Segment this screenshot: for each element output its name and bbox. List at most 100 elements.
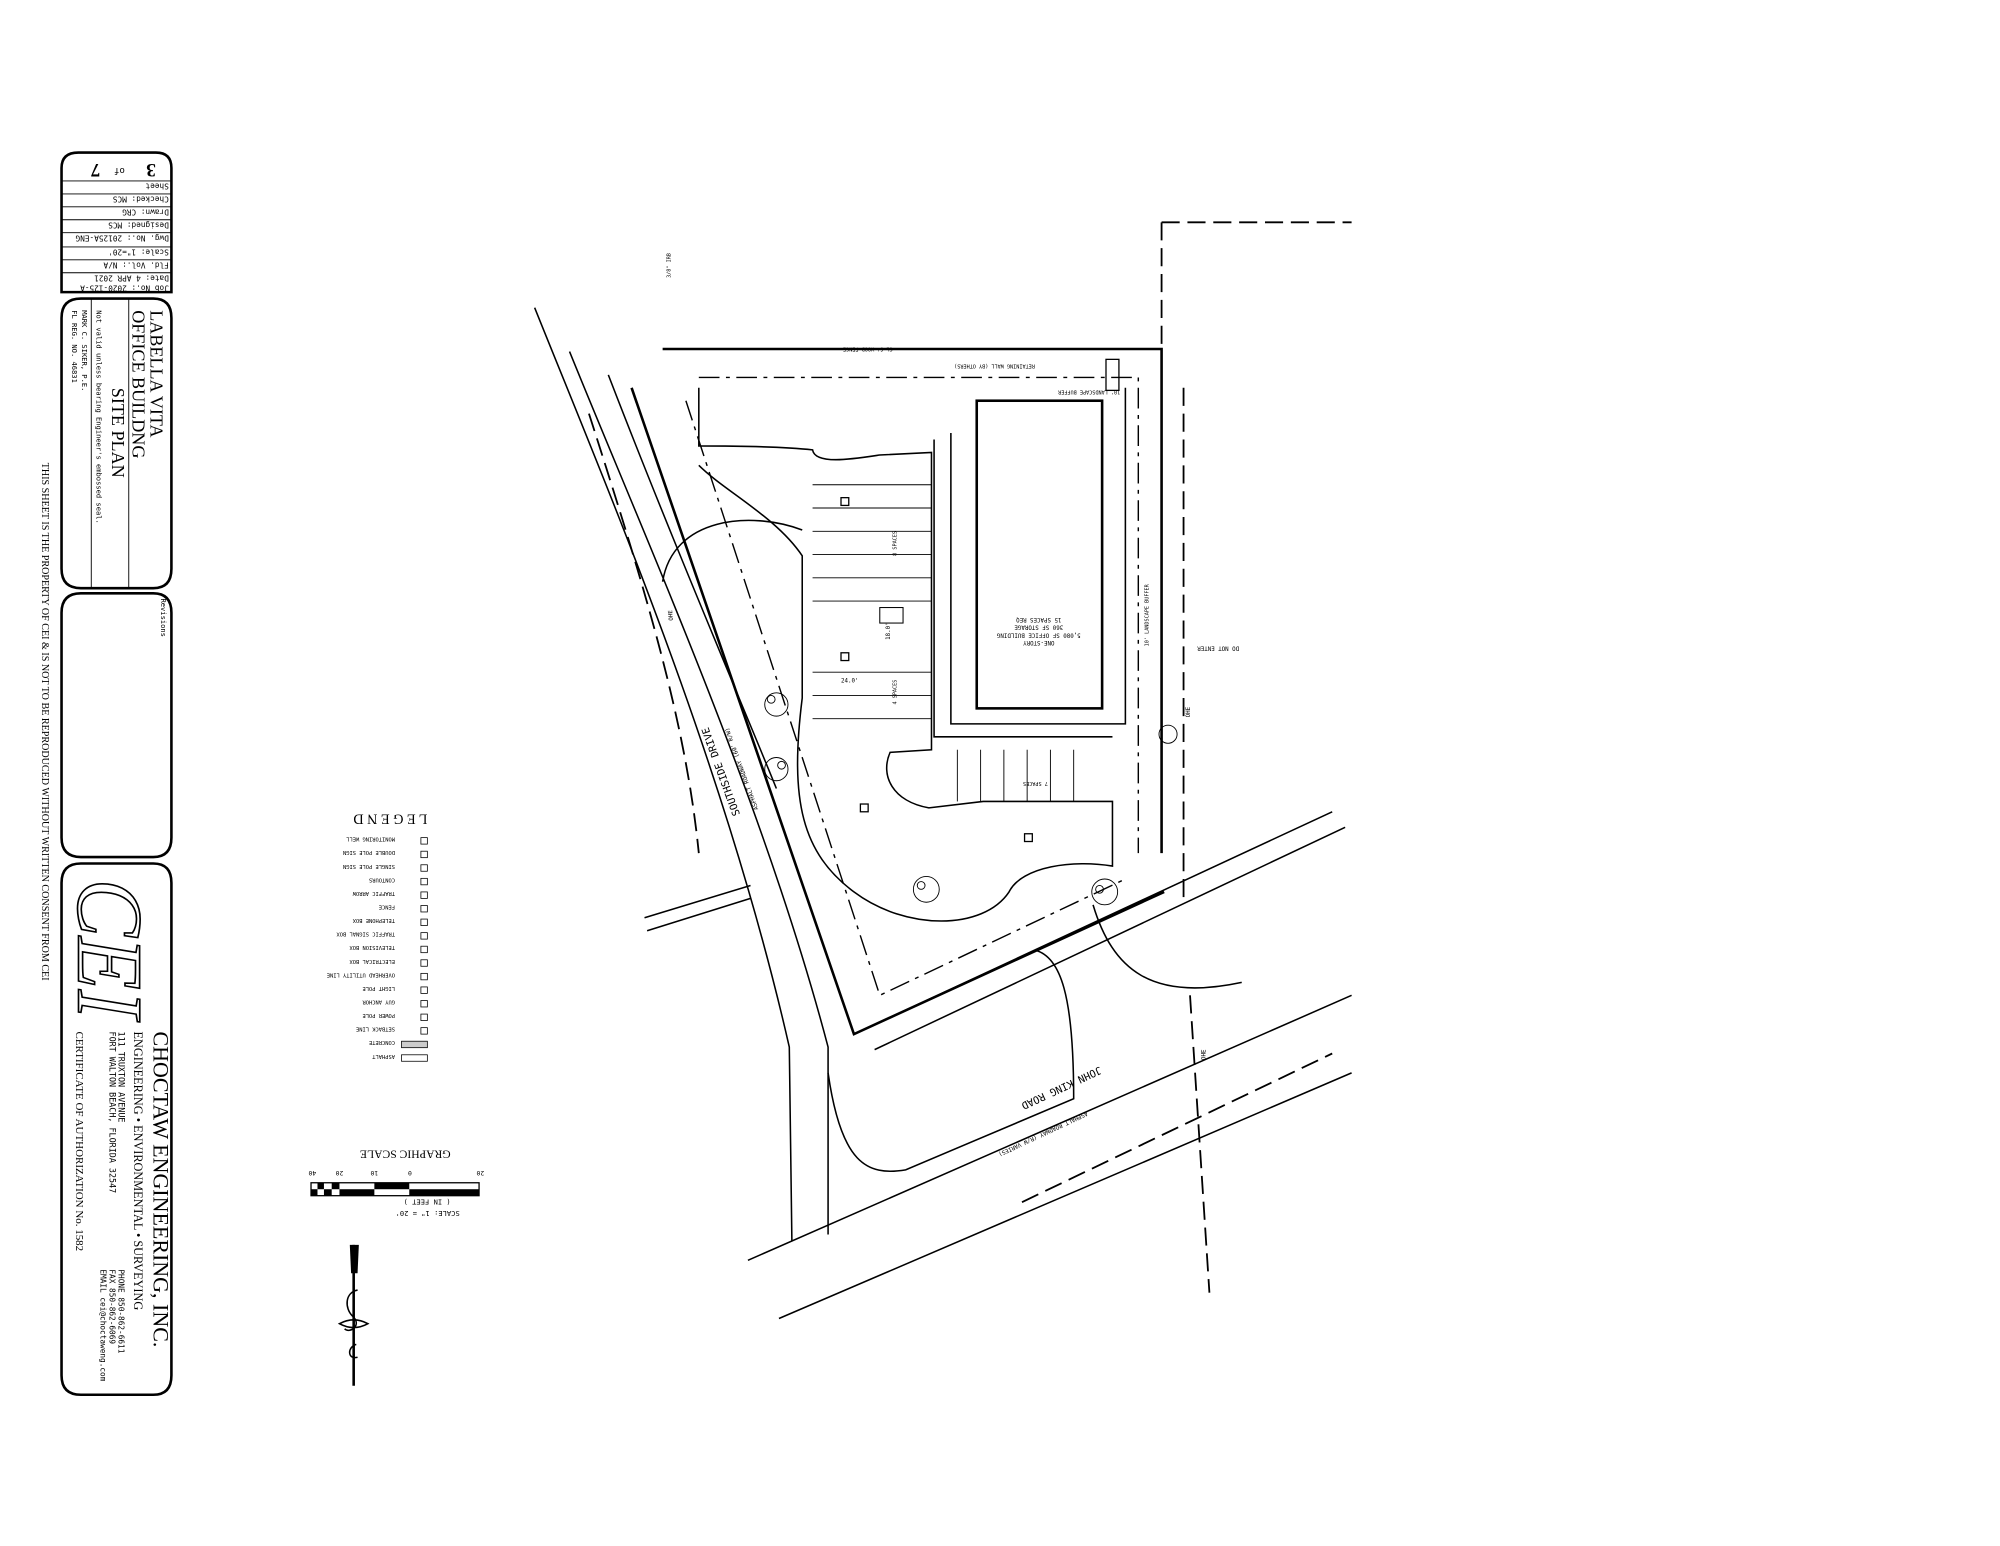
john-king-road-edge <box>778 1072 1352 1320</box>
legend-item-label: GUY ANCHOR <box>362 999 395 1005</box>
scale-text: SCALE: 1" = 20' <box>396 1209 460 1218</box>
tree-icon <box>1091 878 1119 906</box>
light-pole-icon <box>420 986 428 994</box>
building-note: 360 SF STORAGE <box>1014 624 1063 630</box>
utility-label: OHE <box>1202 1049 1208 1060</box>
certificate-of-authorization: CERTIFICATE OF AUTHORIZATION No. 1582 <box>73 1032 85 1252</box>
scale-tick: 20 <box>335 1169 343 1177</box>
utility-label: OHE <box>668 609 675 620</box>
scale-title: GRAPHIC SCALE <box>360 1147 451 1160</box>
revisions-label: Revisions <box>159 598 168 636</box>
company-name: CHOCTAW ENGINEERING, INC. <box>148 1032 173 1348</box>
tree-icon <box>764 692 789 717</box>
legend-item-label: MONITORING WELL <box>346 836 395 842</box>
legend-item-label: TELEVISION BOX <box>349 944 395 950</box>
utility-label: OHE <box>1186 706 1192 717</box>
legend-item-label: DOUBLE POLE SIGN <box>343 849 395 855</box>
company-phone: PHONE 850-862-6611 <box>116 1269 125 1353</box>
project-name-line2: OFFICE BUILDNG <box>129 310 149 458</box>
southside-drive-edge <box>568 351 829 1235</box>
legend-item-label: ELECTRICAL BOX <box>349 958 395 964</box>
southside-drive-edge <box>533 307 793 1241</box>
north-arrow-icon <box>337 1244 370 1386</box>
site-plan: ONE-STORY 5,080 SF OFFICE BUILDING 360 S… <box>533 221 1352 1320</box>
sheet-title: SITE PLAN <box>108 388 128 478</box>
guy-anchor-icon <box>420 1000 428 1008</box>
double-pole-sign-icon <box>420 850 428 859</box>
dimension-label: 24.0' <box>841 679 858 685</box>
legend-item-label: TRAFFIC SIGNAL BOX <box>336 931 395 937</box>
building-note: ONE-STORY <box>1023 639 1055 645</box>
dimension-label: 18.0' <box>886 622 892 639</box>
legend: MONITORING WELL DOUBLE POLE SIGN SINGLE PO… <box>327 810 428 1062</box>
sheet-row: Fld. Vol.: N/A <box>103 260 169 269</box>
sheet-total: 7 <box>90 159 100 180</box>
john-king-road-edge <box>747 994 1352 1262</box>
sheet-row: Sheet <box>145 182 168 191</box>
fence-line-icon <box>420 905 428 913</box>
traffic-arrow-icon <box>420 891 428 899</box>
sheet-of: of <box>114 165 125 175</box>
scale-tick: 40 <box>308 1169 316 1177</box>
legend-item-label: CONCRETE <box>369 1039 395 1045</box>
retaining-wall-label: RETAINING WALL (BY OTHERS) <box>954 363 1035 369</box>
legend-title: L E G E N D <box>353 810 427 826</box>
sheet-row: Checked: MCS <box>113 194 169 203</box>
contour-icon <box>420 877 428 886</box>
parking-count: 4 SPACES <box>893 680 899 705</box>
company-services: ENGINEERING • ENVIRONMENTAL • SURVEYING <box>131 1032 145 1311</box>
telephone-box-icon <box>420 918 428 926</box>
title-block: LABELLA VITA OFFICE BUILDNG SITE PLAN No… <box>60 297 173 590</box>
property-line <box>630 387 1165 1036</box>
company-email: EMAIL cei@choctaweng.com <box>98 1269 107 1381</box>
legend-item-label: TELEPHONE BOX <box>352 917 395 923</box>
legend-item-label: CONTOURS <box>369 876 395 882</box>
company-block: CEI CHOCTAW ENGINEERING, INC. ENGINEERIN… <box>57 862 173 1397</box>
sheet-info-block: 3 of 7 Sheet Checked: MCS Drawn: CRG Des… <box>60 151 173 294</box>
tree-icon <box>1158 724 1178 744</box>
seal-note: Not valid unless bearing Engineer's embo… <box>94 310 103 524</box>
concrete-hatch-icon <box>401 1040 428 1049</box>
iron-rod-label: 3/8" IRB <box>666 253 672 278</box>
legend-item-label: LIGHT POLE <box>362 985 395 991</box>
sheet-row: Dwg. No.: 20125A-ENG <box>75 233 169 242</box>
scale-tick: 0 <box>408 1169 412 1177</box>
tree-icon <box>912 875 940 903</box>
legend-item-label: POWER POLE <box>362 1012 395 1018</box>
copyright-note: THIS SHEET IS THE PROPERTY OF CEI & IS N… <box>39 463 50 981</box>
do-not-enter-label: DO NOT ENTER <box>1197 644 1239 650</box>
landscape-buffer-label: 10' LANDSCAPE BUFFER <box>1057 388 1120 394</box>
engineer-registration: FL REG. NO. 46831 <box>70 310 79 383</box>
sheet-row: Date: 4 APR 2021 <box>94 273 169 282</box>
parking-count: 8 SPACES <box>893 531 899 556</box>
graphic-scale: SCALE: 1" = 20' ( IN FEET ) 20 0 10 20 4… <box>308 1147 484 1218</box>
landscape-buffer-label: 10' LANDSCAPE BUFFER <box>1145 583 1151 646</box>
company-fax: FAX 850-862-6069 <box>107 1269 116 1344</box>
parking-count: 7 SPACES <box>1023 780 1048 786</box>
scale-tick: 10 <box>370 1169 378 1177</box>
setback-line-icon <box>420 1027 428 1035</box>
project-name-line1: LABELLA VITA <box>147 310 167 437</box>
scale-tick: 20 <box>476 1169 484 1177</box>
monitoring-well-icon <box>420 837 428 845</box>
legend-item-label: ASPHALT <box>372 1053 396 1059</box>
company-address1: 111 TRUXTON AVENUE <box>116 1032 126 1123</box>
building-note: 15 SPACES REQ <box>1016 616 1062 622</box>
asphalt-box-icon <box>401 1054 428 1062</box>
tree-icon <box>764 757 789 782</box>
sheet-row: Scale: 1"=20' <box>108 247 169 256</box>
company-address2: FORT WALTON BEACH, FLORIDA 32547 <box>107 1032 117 1194</box>
traffic-signal-box-icon <box>420 932 428 940</box>
legend-item-label: SINGLE POLE SIGN <box>343 863 395 869</box>
electrical-box-icon <box>420 959 428 967</box>
sheet-row: Designed: MCS <box>108 220 169 229</box>
property-line <box>662 347 1163 854</box>
office-building <box>975 399 1104 710</box>
legend-item-label: OVERHEAD UTILITY LINE <box>327 971 395 977</box>
fence-label: CL 6' WOOD FENCE <box>843 346 893 352</box>
building-note: 5,080 SF OFFICE BUILDING <box>996 631 1080 637</box>
single-pole-sign-icon <box>420 864 428 872</box>
sheet-number: 3 <box>146 159 156 180</box>
legend-item-label: TRAFFIC ARROW <box>352 890 395 896</box>
legend-item-label: SETBACK LINE <box>356 1026 395 1032</box>
